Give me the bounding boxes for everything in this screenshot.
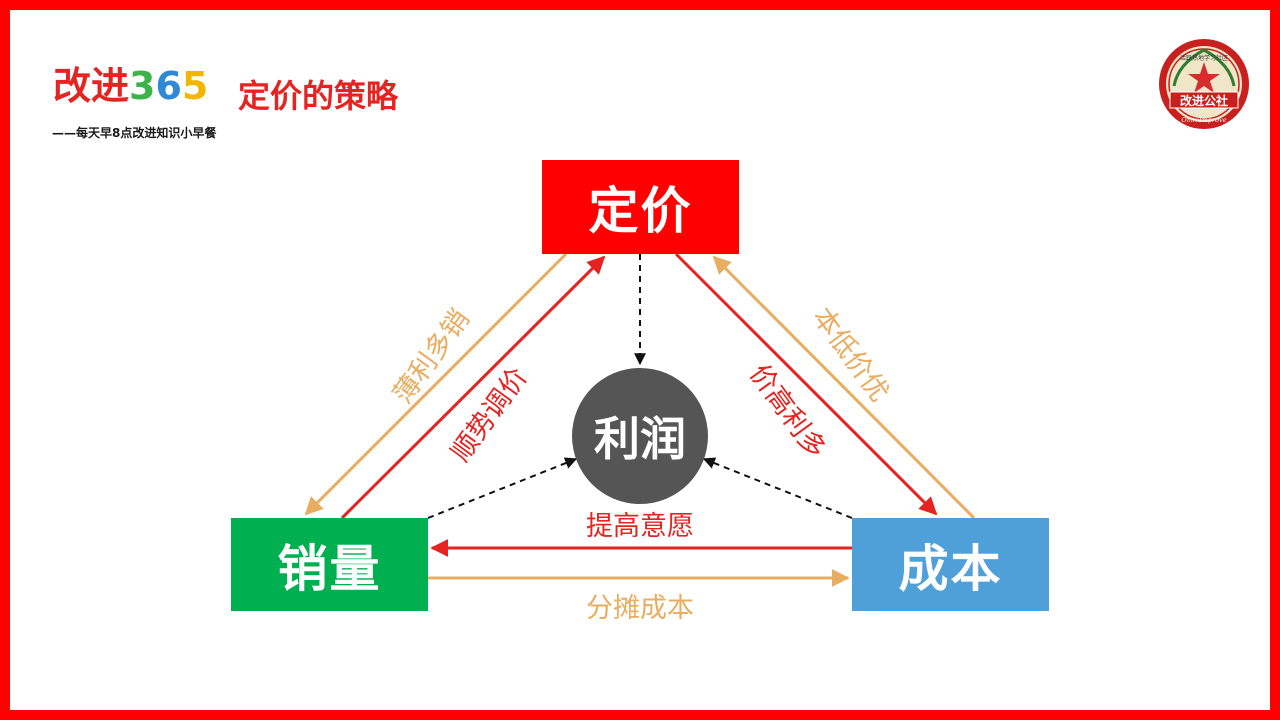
node-cost: 成本 xyxy=(852,518,1049,611)
arrow-cost-to-price xyxy=(712,255,976,520)
seal-main-text: 改进公社 xyxy=(1180,93,1228,108)
brand-digit: 5 xyxy=(181,64,209,108)
brand-digit: 6 xyxy=(155,64,182,108)
dashed-cost-to-profit xyxy=(702,457,853,519)
node-profit: 利润 xyxy=(572,368,708,504)
node-sales: 销量 xyxy=(231,518,428,611)
dashed-sales-to-profit xyxy=(427,457,578,519)
arrow-price-to-sales xyxy=(304,252,568,516)
node-price: 定价 xyxy=(542,160,739,254)
label-sales-to-cost: 分摊成本 xyxy=(586,593,694,624)
label-cost-to-sales: 提高意愿 xyxy=(586,511,694,542)
brand-name: 改进 xyxy=(53,64,130,108)
arrow-price-to-cost xyxy=(674,252,938,516)
tagline: ——每天早8点改进知识小早餐 xyxy=(52,126,217,140)
brand-digit: 3 xyxy=(129,64,156,108)
seal-bottom-text: OmniImprove xyxy=(1181,116,1226,124)
arrow-sales-to-price xyxy=(340,255,606,520)
seal-top-text: 活跃热地学习社区 xyxy=(1180,54,1228,62)
brand-logo-text: 改进365 xyxy=(53,64,208,108)
slide-title: 定价的策略 xyxy=(238,77,399,115)
community-seal-icon: 改进公社 OmniImprove 活跃热地学习社区 xyxy=(1159,39,1249,129)
